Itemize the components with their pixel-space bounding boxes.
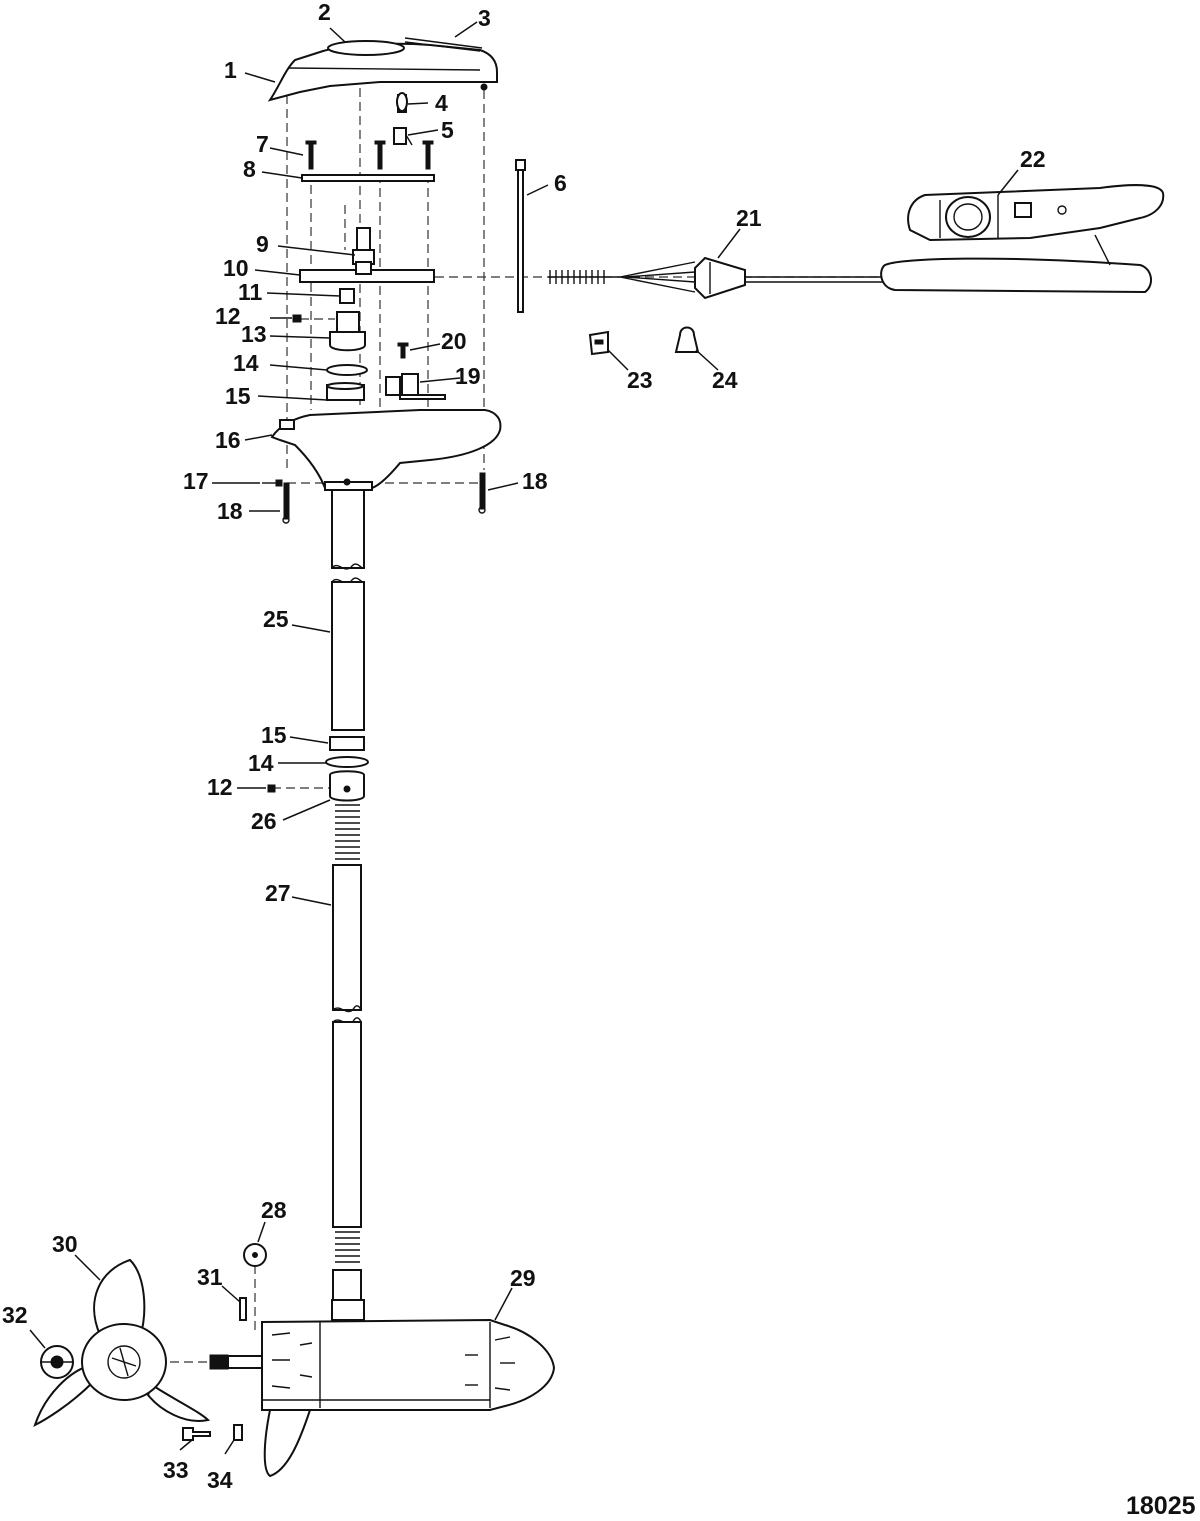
connector-23 — [588, 330, 609, 356]
callout-3: 3 — [478, 5, 491, 31]
upper-shaft-25 — [329, 489, 365, 751]
bearing-14-top — [326, 364, 368, 376]
callout-29: 29 — [510, 1265, 536, 1291]
callout-14-lower: 14 — [248, 750, 274, 776]
foot-pedal-22 — [880, 184, 1165, 294]
callout-7: 7 — [256, 131, 269, 157]
lower-shaft-27 — [332, 804, 362, 1301]
part-lamp-4 — [396, 92, 408, 113]
gear-13 — [329, 311, 366, 352]
callout-6: 6 — [554, 170, 567, 196]
callout-2: 2 — [318, 0, 331, 25]
switch-19 — [385, 373, 446, 400]
part-clip-5 — [393, 127, 413, 146]
callout-15-lower: 15 — [261, 722, 287, 748]
clip-34 — [233, 1424, 243, 1441]
lower-unit-29 — [261, 1299, 556, 1478]
callout-30: 30 — [52, 1231, 78, 1257]
prop-nut-32 — [40, 1345, 74, 1379]
screw-33 — [182, 1427, 211, 1441]
callout-31: 31 — [197, 1264, 223, 1290]
screw-20 — [397, 342, 409, 359]
callout-33: 33 — [163, 1457, 189, 1483]
cable-boot-21 — [548, 256, 885, 300]
gear-9 — [352, 227, 375, 265]
housing-16 — [270, 409, 502, 491]
screws-7 — [305, 140, 434, 170]
callout-16: 16 — [215, 427, 241, 453]
collar-26 — [267, 770, 365, 802]
callout-25: 25 — [263, 606, 289, 632]
drive-pin-31 — [239, 1297, 247, 1321]
callout-34: 34 — [207, 1467, 233, 1493]
alignment-lines — [100, 88, 880, 1363]
callout-23: 23 — [627, 367, 653, 393]
callout-4: 4 — [435, 90, 448, 116]
top-cover — [267, 40, 498, 102]
callout-17: 17 — [183, 468, 209, 494]
callout-9: 9 — [256, 231, 269, 257]
callout-27: 27 — [265, 880, 291, 906]
leader-lines — [29, 21, 1019, 1455]
pin-17 — [262, 479, 283, 487]
callout-14: 14 — [233, 350, 259, 376]
bracket-10 — [299, 261, 435, 283]
washer-28 — [243, 1243, 267, 1267]
callout-12: 12 — [215, 303, 241, 329]
callout-1: 1 — [224, 57, 237, 83]
bearing-14-mid — [325, 756, 369, 768]
callout-8: 8 — [243, 156, 256, 182]
callout-32: 32 — [2, 1302, 28, 1328]
propeller-30 — [33, 1258, 211, 1427]
callout-21: 21 — [736, 205, 762, 231]
callout-26: 26 — [251, 808, 277, 834]
callout-18: 18 — [217, 498, 243, 524]
callout-18-right: 18 — [522, 468, 548, 494]
bushing-11 — [339, 288, 355, 304]
callout-20: 20 — [441, 328, 467, 354]
figure-code: 18025 — [1126, 1492, 1196, 1520]
callout-13: 13 — [241, 321, 267, 347]
callout-28: 28 — [261, 1197, 287, 1223]
screws-18 — [282, 472, 486, 524]
callout-22: 22 — [1020, 146, 1046, 172]
bushing-15-top — [326, 382, 365, 401]
wire-cap-24 — [674, 326, 700, 353]
cable-tie-6 — [515, 159, 526, 313]
callout-5: 5 — [441, 117, 454, 143]
prop-shaft — [209, 1354, 263, 1370]
callout-19: 19 — [455, 363, 481, 389]
setscrew-12-top — [292, 314, 302, 323]
decal-3 — [404, 37, 483, 52]
callout-11: 11 — [238, 279, 263, 305]
plate-8 — [301, 174, 435, 182]
callout-10: 10 — [223, 255, 249, 281]
callout-24: 24 — [712, 367, 738, 393]
callout-15: 15 — [225, 383, 251, 409]
callout-12-lower: 12 — [207, 774, 233, 800]
